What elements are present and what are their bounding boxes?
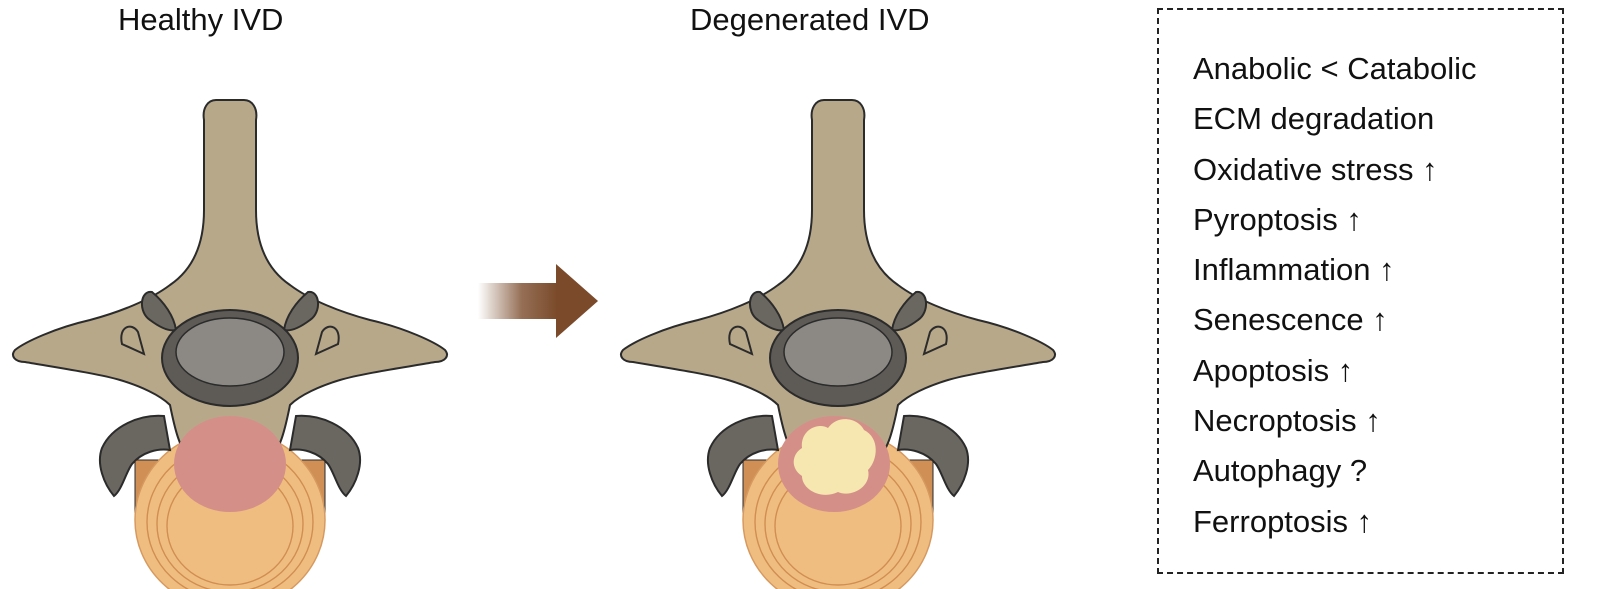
mechanism-item: Pyroptosis ↑ [1193, 195, 1477, 245]
mechanism-marker: ↑ [1365, 403, 1381, 439]
mechanism-item: Ferroptosis ↑ [1193, 497, 1477, 547]
mechanism-label: Necroptosis [1193, 403, 1357, 439]
mechanism-label: Ferroptosis [1193, 503, 1349, 539]
mechanism-marker: ? [1349, 453, 1368, 489]
mechanism-item: Apoptosis ↑ [1193, 346, 1477, 396]
mechanism-item: Senescence ↑ [1193, 295, 1477, 345]
mechanism-label: Autophagy [1193, 453, 1342, 489]
healthy-nucleus [174, 416, 286, 512]
degenerated-nucleus [793, 419, 876, 495]
mechanism-label: Anabolic [1193, 51, 1312, 86]
mechanism-marker: ↑ [1346, 201, 1362, 237]
mechanism-label: Pyroptosis [1193, 201, 1338, 237]
mechanism-marker: ↑ [1372, 302, 1388, 338]
mechanism-marker: ↑ [1379, 252, 1395, 288]
mechanism-marker: ↑ [1422, 151, 1438, 187]
mechanism-label: Senescence [1193, 302, 1364, 338]
mechanism-item: Necroptosis ↑ [1193, 396, 1477, 446]
mechanism-item: Inflammation ↑ [1193, 245, 1477, 295]
mechanism-marker: < Catabolic [1320, 51, 1477, 86]
mechanism-label: Oxidative stress [1193, 151, 1414, 187]
mechanism-marker: ↑ [1337, 352, 1354, 388]
mechanism-item: Anabolic < Catabolic [1193, 44, 1477, 94]
mechanism-item: Autophagy ? [1193, 446, 1477, 496]
vertebrae-illustration [12, 99, 1056, 589]
mechanism-item: Oxidative stress ↑ [1193, 145, 1477, 195]
degenerated-vertebra [620, 99, 1056, 589]
degenerated-ivd-title: Degenerated IVD [690, 2, 930, 37]
mechanism-label: Inflammation [1193, 252, 1371, 288]
mechanism-label: ECM degradation [1193, 101, 1435, 137]
healthy-ivd-title: Healthy IVD [118, 2, 284, 37]
mechanism-marker: ↑ [1356, 503, 1373, 539]
progression-arrow [478, 264, 598, 338]
healthy-vertebra [12, 99, 448, 589]
mechanism-item: ECM degradation [1193, 94, 1477, 144]
mechanism-label: Apoptosis [1193, 352, 1330, 388]
